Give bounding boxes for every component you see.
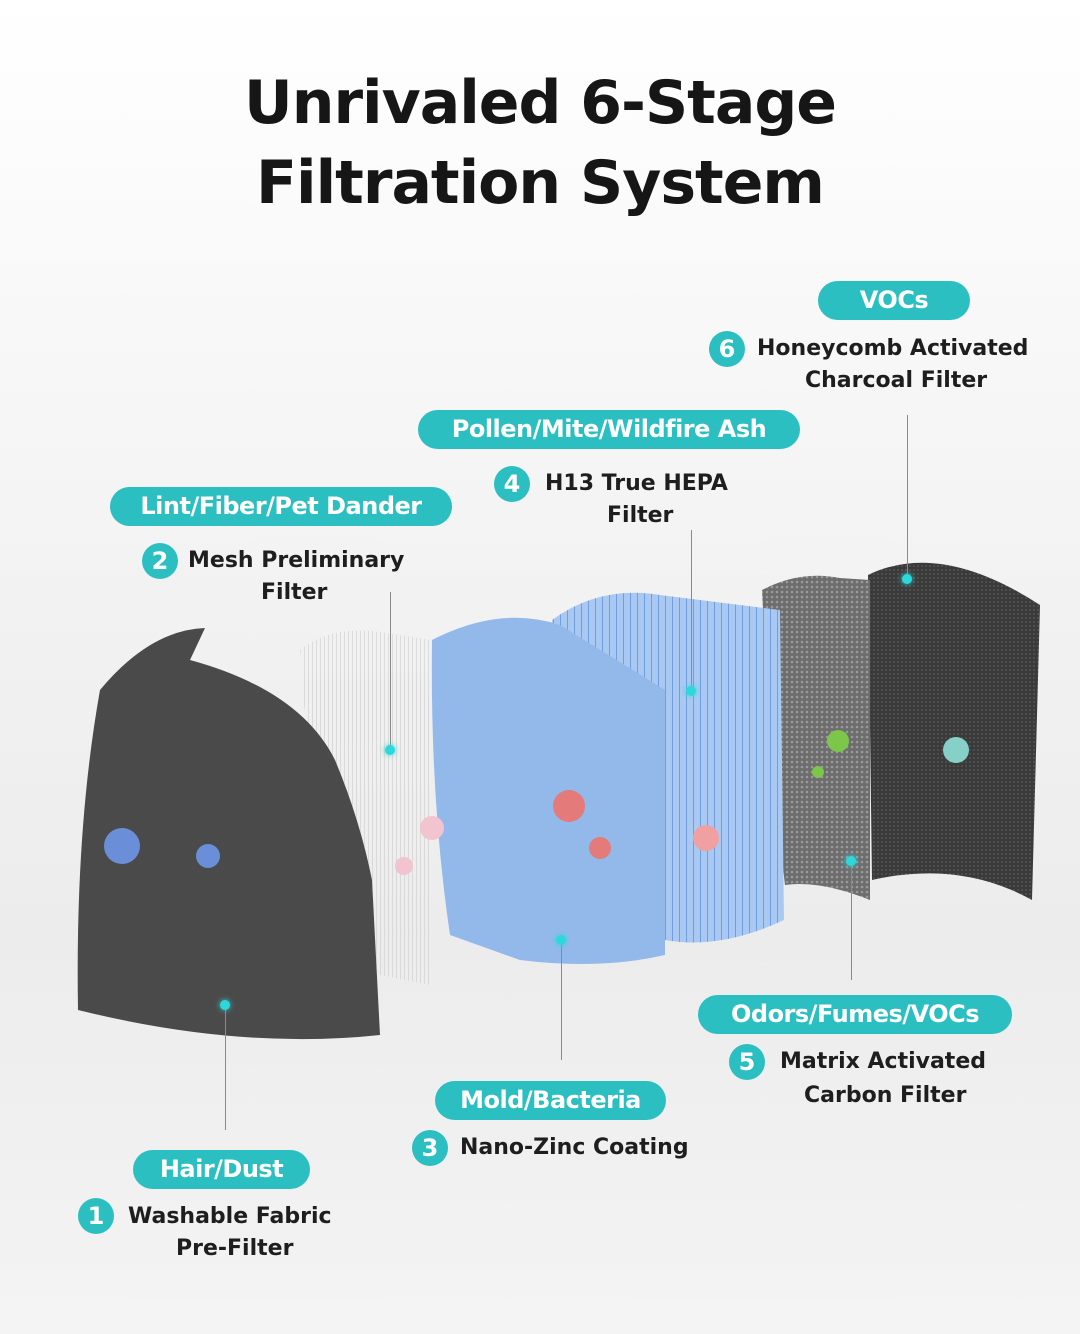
leader-line-1 (225, 1005, 226, 1130)
stage-6-badge: VOCs (818, 281, 970, 320)
stage-4-line-2: Filter (607, 503, 674, 528)
stage-5-number: 5 (729, 1044, 765, 1080)
stage-4-number: 4 (494, 466, 530, 502)
stage-2-line-2: Filter (261, 580, 328, 605)
marker-dot-4 (686, 686, 696, 696)
stage-4-line-1: H13 True HEPA (545, 471, 728, 496)
leader-line-5 (851, 860, 852, 980)
nano-zinc-layer (431, 617, 665, 964)
stage-1-line-2: Pre-Filter (176, 1236, 294, 1261)
marker-dot-2 (385, 745, 395, 755)
stage-3-number: 3 (412, 1130, 448, 1166)
stage-5-line-2: Carbon Filter (804, 1083, 967, 1108)
stage-5-badge: Odors/Fumes/VOCs (698, 995, 1012, 1034)
stage-2-badge: Lint/Fiber/Pet Dander (110, 487, 452, 526)
stage-3-badge: Mold/Bacteria (435, 1081, 666, 1120)
stage-2-number: 2 (142, 543, 178, 579)
stage-2-line-1: Mesh Preliminary (188, 548, 405, 573)
stage-6-line-2: Charcoal Filter (805, 368, 988, 393)
title-line-1: Unrivaled 6-Stage (244, 68, 837, 138)
leader-line-3 (561, 940, 562, 1060)
leader-line-2 (390, 592, 391, 750)
charcoal-filter-layer (868, 562, 1040, 900)
stage-3-line-1: Nano-Zinc Coating (460, 1135, 689, 1160)
leader-line-6 (907, 415, 908, 580)
marker-dot-6 (902, 574, 912, 584)
stage-6-number: 6 (709, 331, 745, 367)
stage-5-line-1: Matrix Activated (780, 1049, 986, 1074)
stage-6-line-1: Honeycomb Activated (757, 336, 1029, 361)
title-line-2: Filtration System (256, 148, 825, 218)
marker-dot-3 (556, 935, 566, 945)
marker-dot-1 (220, 1000, 230, 1010)
stage-1-badge: Hair/Dust (133, 1150, 310, 1189)
stage-1-number: 1 (78, 1198, 114, 1234)
stage-1-line-1: Washable Fabric (128, 1204, 332, 1229)
marker-dot-5 (846, 856, 856, 866)
leader-line-4 (691, 530, 692, 690)
stage-4-badge: Pollen/Mite/Wildfire Ash (418, 410, 800, 449)
fabric-prefilter-layer (77, 628, 380, 1040)
carbon-filter-layer (762, 575, 870, 900)
